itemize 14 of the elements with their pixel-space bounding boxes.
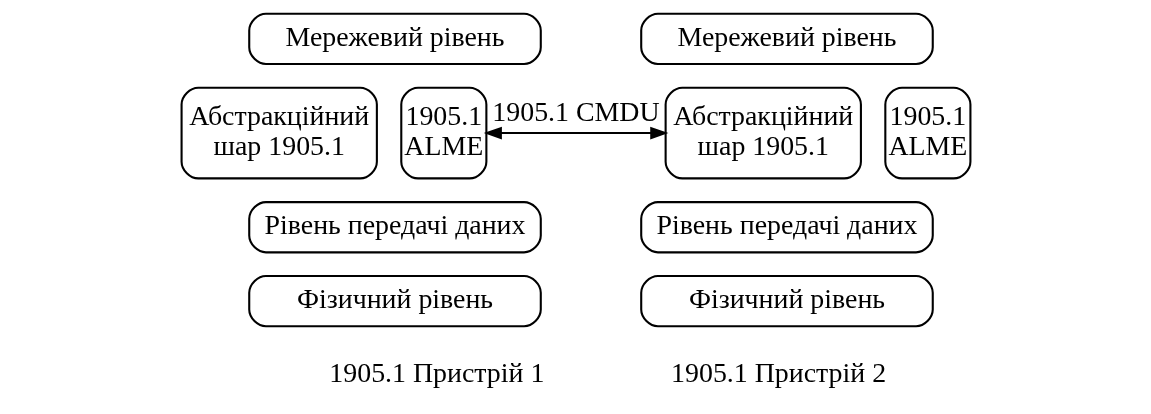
label: 1905.1 Пристрій 1 (328, 357, 544, 389)
node-box: 1905.1 ALME (399, 86, 487, 180)
arrow (483, 126, 668, 140)
node-box: Фізичний рівень (639, 275, 934, 328)
node-box: 1905.1 ALME (883, 86, 971, 180)
label: 1905.1 Пристрій 2 (670, 357, 886, 389)
node-box: Рівень передачі даних (639, 201, 934, 254)
node-box: Абстракційний шар 1905.1 (180, 86, 378, 180)
node-box: Рівень передачі даних (247, 201, 542, 254)
node-box: Фізичний рівень (247, 275, 542, 328)
node-box: Мережевий рівень (247, 12, 542, 66)
node-box: Мережевий рівень (639, 12, 934, 66)
edge-label: 1905.1 CMDU (491, 95, 660, 127)
node-box: Абстракційний шар 1905.1 (664, 86, 862, 180)
